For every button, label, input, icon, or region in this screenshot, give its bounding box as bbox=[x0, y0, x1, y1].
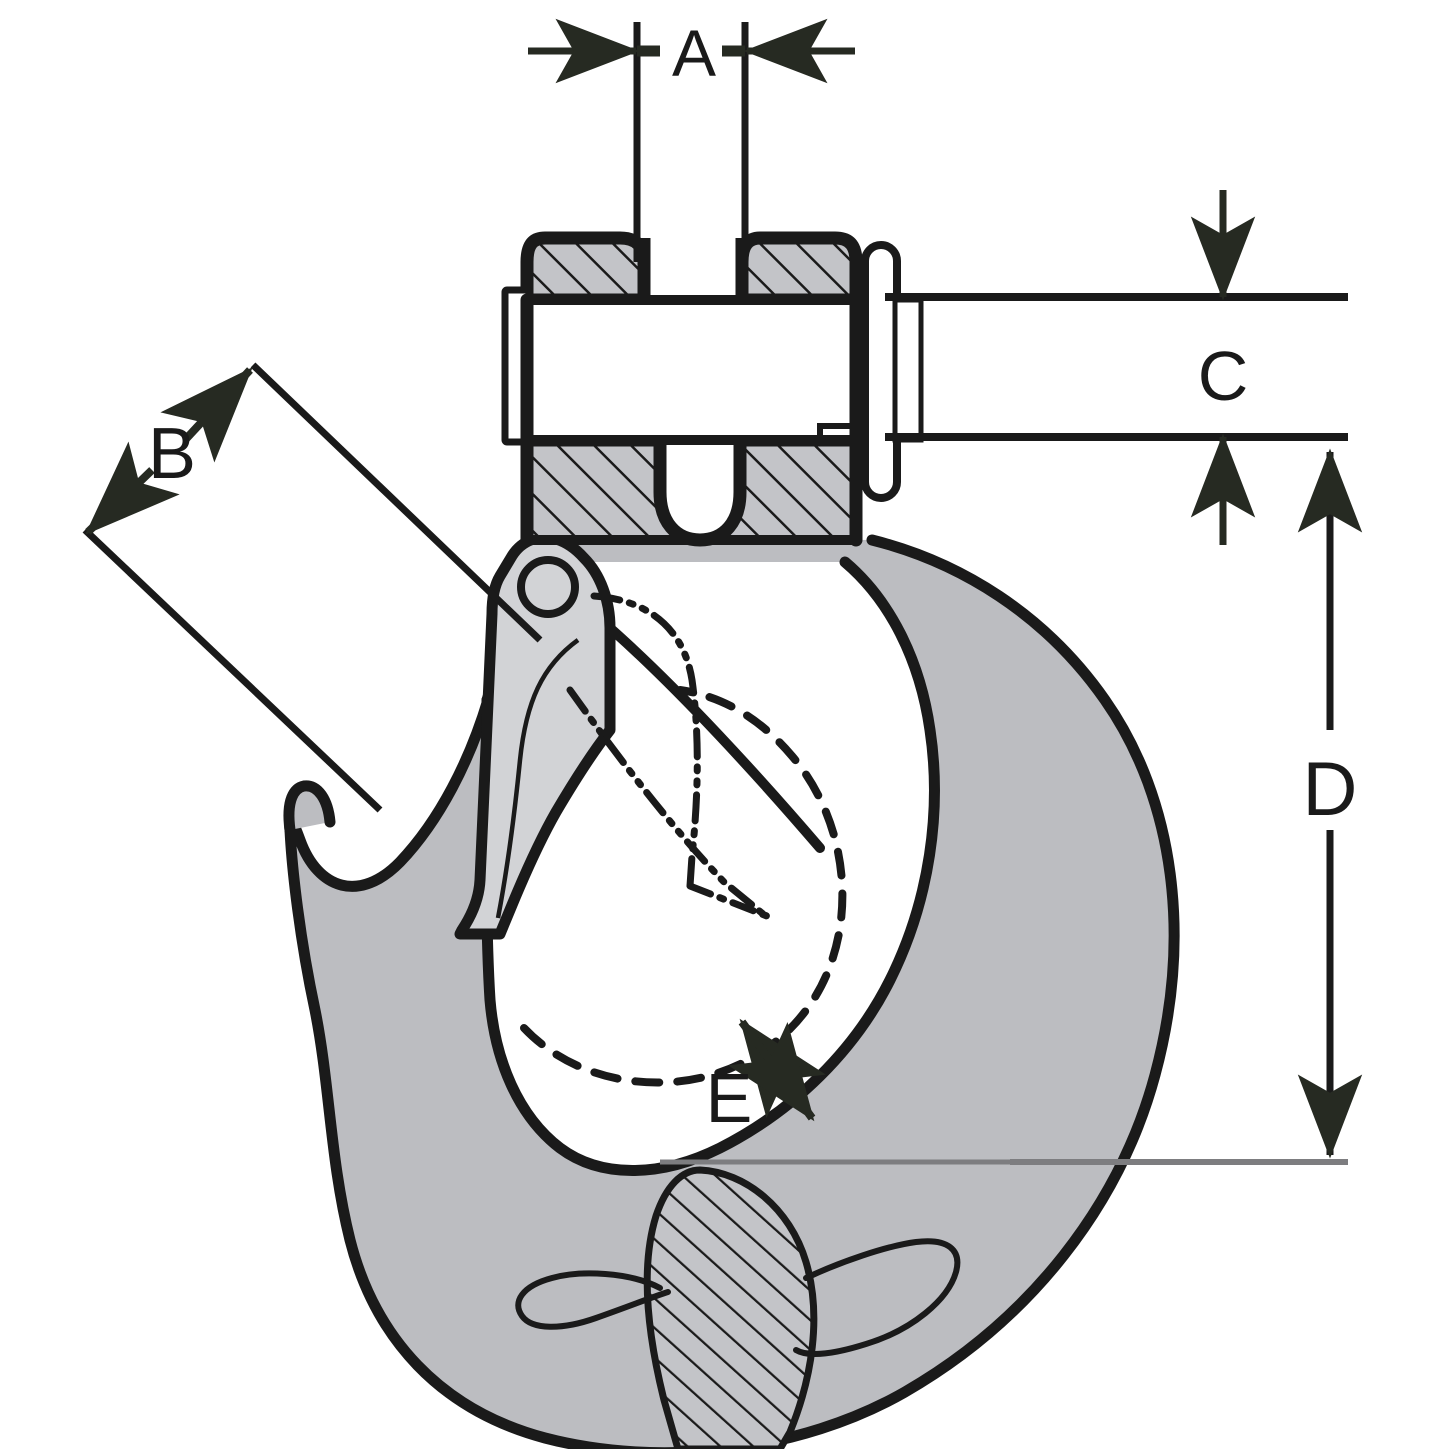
dimension-B-extension-upper bbox=[250, 362, 543, 643]
clevis-ear-left-upper bbox=[520, 231, 651, 307]
latch-contact-edge bbox=[605, 623, 825, 853]
latch-pivot-pin bbox=[517, 556, 579, 618]
pin-retaining-ring bbox=[861, 241, 901, 502]
clevis-ear-right-upper bbox=[735, 231, 863, 307]
dimension-E: E bbox=[706, 1018, 826, 1137]
dimension-A-label: A bbox=[672, 16, 716, 90]
dimension-B-arrow-lower bbox=[85, 441, 180, 535]
dimension-B-extension-lower bbox=[82, 527, 383, 813]
dimension-B: B bbox=[82, 362, 543, 813]
clevis-assembly bbox=[501, 231, 924, 547]
dimension-C: C bbox=[885, 190, 1348, 545]
dimension-A: A bbox=[528, 16, 855, 262]
clevis-to-body-sides bbox=[520, 293, 863, 547]
dimension-D-label: D bbox=[1303, 747, 1358, 832]
safety-latch bbox=[454, 531, 616, 940]
hook-web-curves bbox=[515, 1238, 961, 1357]
dimension-E-arrow-lower bbox=[728, 1019, 816, 1122]
hidden-detail-lines bbox=[520, 592, 847, 1087]
dimension-E-label: E bbox=[706, 1059, 753, 1137]
dimension-B-arrow-upper bbox=[160, 367, 253, 463]
hook-tip-section bbox=[643, 1166, 818, 1449]
clevis-pin-stem-right bbox=[892, 297, 924, 443]
dimension-B-label: B bbox=[148, 414, 196, 494]
dimension-C-label: C bbox=[1198, 337, 1249, 415]
